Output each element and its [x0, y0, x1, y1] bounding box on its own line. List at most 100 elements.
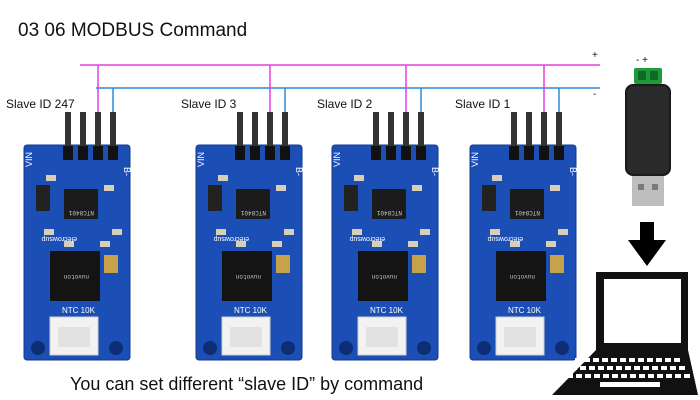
mount-hole	[281, 341, 295, 355]
header-pin	[267, 112, 273, 148]
smd-component	[550, 185, 560, 191]
ic-chip-marking: NTC8401	[514, 209, 540, 216]
header-base	[509, 146, 519, 160]
header-base	[554, 146, 564, 160]
header-base	[108, 146, 118, 160]
header-base	[416, 146, 426, 160]
ic-chip	[64, 189, 98, 219]
ntc-label: NTC 10K	[508, 306, 542, 315]
header-pin	[388, 112, 394, 148]
jumper	[482, 185, 496, 211]
header-pin	[403, 112, 409, 148]
ic-chip-marking: NTC8401	[376, 209, 402, 216]
capacitor	[104, 255, 118, 273]
smd-component	[546, 241, 556, 247]
mount-hole	[203, 341, 217, 355]
connector-socket	[230, 327, 262, 347]
connector-socket	[504, 327, 536, 347]
smd-component	[420, 229, 430, 235]
smd-component	[100, 241, 110, 247]
header-base	[280, 146, 290, 160]
mcu-chip	[496, 251, 546, 301]
header-pin	[237, 112, 243, 148]
header-base	[93, 146, 103, 160]
pin-label-left: VIN	[332, 152, 342, 167]
header-base	[78, 146, 88, 160]
slave-label-247: Slave ID 247	[6, 97, 75, 111]
ic-chip-marking: NTC8401	[68, 209, 94, 216]
smd-component	[112, 229, 122, 235]
smd-component	[284, 229, 294, 235]
mount-hole	[31, 341, 45, 355]
pin-label-right: B-	[568, 167, 578, 176]
brand-text: elecrowsup	[213, 235, 249, 242]
header-base	[265, 146, 275, 160]
header-pin	[252, 112, 258, 148]
header-pin	[541, 112, 547, 148]
smd-component	[490, 229, 500, 235]
pin-label-right: B-	[294, 167, 304, 176]
header-pin	[526, 112, 532, 148]
header-base	[63, 146, 73, 160]
header-pin	[418, 112, 424, 148]
smd-component	[276, 185, 286, 191]
smd-component	[412, 185, 422, 191]
header-base	[235, 146, 245, 160]
usb-terminal-signs: - +	[636, 55, 648, 66]
smd-component	[218, 175, 228, 181]
smd-component	[408, 241, 418, 247]
smd-component	[104, 185, 114, 191]
mcu-chip-marking: nuvoton	[371, 273, 397, 280]
ntc-label: NTC 10K	[62, 306, 96, 315]
capacitor	[412, 255, 426, 273]
header-base	[386, 146, 396, 160]
jumper	[36, 185, 50, 211]
smd-component	[492, 175, 502, 181]
ntc-label: NTC 10K	[370, 306, 404, 315]
header-pin	[65, 112, 71, 148]
capacitor	[276, 255, 290, 273]
pin-label-left: VIN	[196, 152, 206, 167]
mcu-chip-marking: nuvoton	[235, 273, 261, 280]
mcu-chip	[50, 251, 100, 301]
mcu-chip	[222, 251, 272, 301]
smd-component	[510, 241, 520, 247]
mount-hole	[109, 341, 123, 355]
header-base	[250, 146, 260, 160]
smd-component	[64, 241, 74, 247]
header-pin	[110, 112, 116, 148]
down-arrow-icon	[628, 222, 666, 266]
mount-hole	[339, 341, 353, 355]
bus-minus-sign: -	[593, 89, 597, 100]
header-pin	[80, 112, 86, 148]
jumper	[344, 185, 358, 211]
ic-chip	[372, 189, 406, 219]
slave-label-1: Slave ID 1	[455, 97, 511, 111]
mount-hole	[417, 341, 431, 355]
header-base	[401, 146, 411, 160]
connector-socket	[58, 327, 90, 347]
header-pin	[282, 112, 288, 148]
mount-hole	[555, 341, 569, 355]
ic-chip	[510, 189, 544, 219]
header-pin	[95, 112, 101, 148]
brand-text: elecrowsup	[487, 235, 523, 242]
header-pin	[373, 112, 379, 148]
bus-plus-sign: +	[592, 50, 598, 61]
usb-rs485-adapter	[625, 68, 671, 206]
brand-text: elecrowsup	[349, 235, 385, 242]
smd-component	[236, 241, 246, 247]
caption: You can set different “slave ID” by comm…	[70, 374, 424, 394]
mcu-chip-marking: nuvoton	[63, 273, 89, 280]
brand-text: elecrowsup	[41, 235, 77, 242]
mcu-chip-marking: nuvoton	[509, 273, 535, 280]
smd-component	[44, 229, 54, 235]
pin-label-right: B-	[430, 167, 440, 176]
slave-label-3: Slave ID 3	[181, 97, 237, 111]
